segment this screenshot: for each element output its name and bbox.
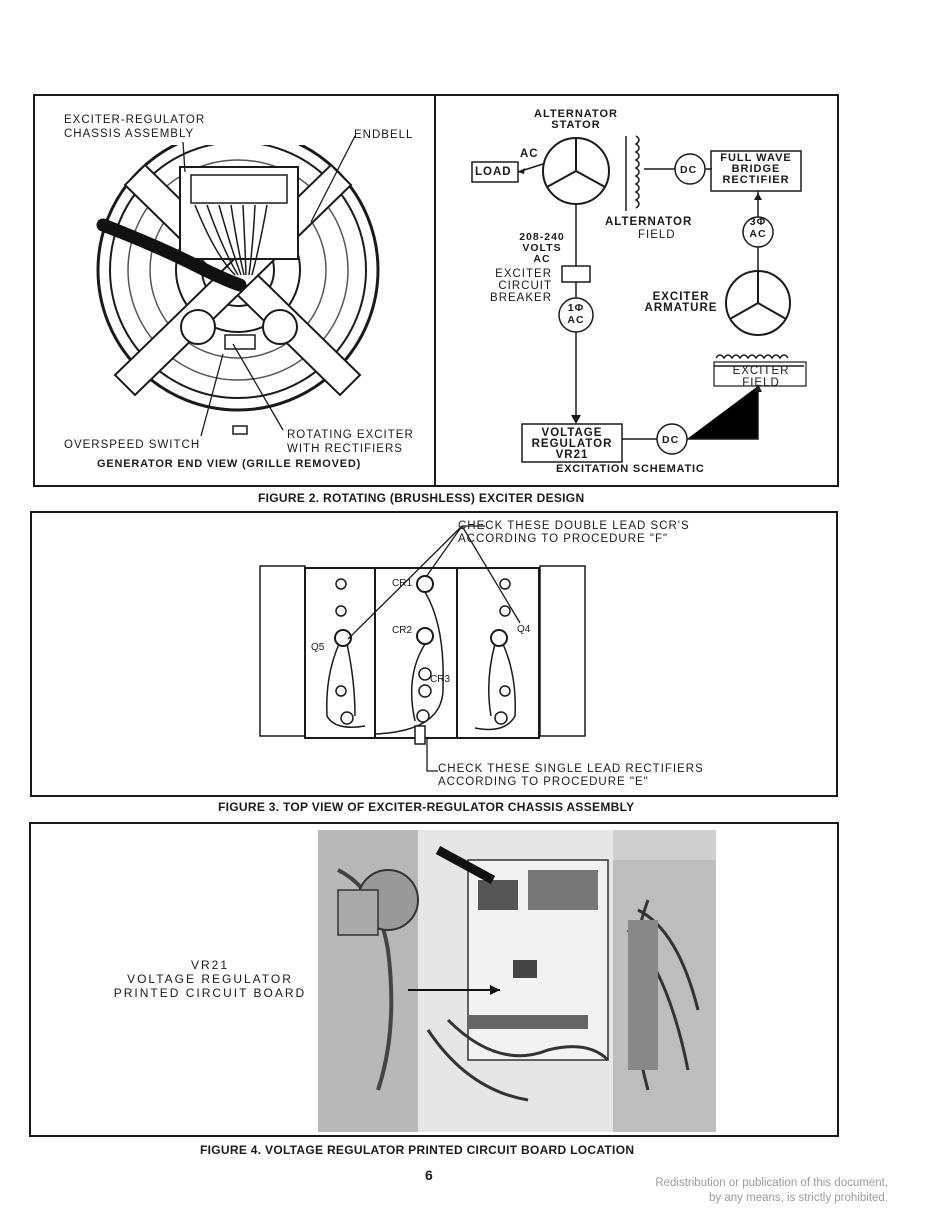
- breaker-label: EXCITER CIRCUIT BREAKER: [490, 268, 552, 304]
- endbell-label: ENDBELL: [354, 129, 414, 141]
- excitation-schematic: [471, 135, 807, 463]
- exciter-regulator-label: EXCITER-REGULATOR CHASSIS ASSEMBLY: [64, 114, 206, 140]
- photo-drawing: [318, 830, 716, 1132]
- alternator-stator-label: ALTERNATOR STATOR: [534, 108, 618, 131]
- figure2-divider: [434, 94, 436, 487]
- ac-label: AC: [520, 148, 539, 160]
- figure2-left-leaders: [182, 135, 356, 437]
- figure3-caption: FIGURE 3. TOP VIEW OF EXCITER-REGULATOR …: [218, 800, 635, 814]
- regulator-board-photo: [318, 830, 716, 1132]
- voltage-regulator-label: VOLTAGE REGULATOR VR21: [531, 427, 613, 461]
- exciter-field-label: EXCITER FIELD: [732, 365, 790, 389]
- dc-bottom-label: DC: [662, 434, 680, 446]
- redistribution-notice-line2: by any means, is strictly prohibited.: [709, 1192, 888, 1204]
- generator-end-view-caption: GENERATOR END VIEW (GRILLE REMOVED): [97, 458, 362, 470]
- cr1-label: CR1: [392, 578, 413, 589]
- single-phase-ac-label: 1Φ AC: [567, 302, 585, 326]
- figure2-caption: FIGURE 2. ROTATING (BRUSHLESS) EXCITER D…: [258, 491, 585, 505]
- dc-top-label: DC: [680, 164, 698, 176]
- check-scr-label: CHECK THESE DOUBLE LEAD SCR'S ACCORDING …: [458, 520, 690, 545]
- figure4-frame: [29, 822, 839, 1137]
- page-number: 6: [425, 1167, 434, 1183]
- excitation-schematic-caption: EXCITATION SCHEMATIC: [556, 463, 705, 475]
- alternator-field-label-2: FIELD: [638, 229, 676, 241]
- three-phase-ac-label: 3Φ AC: [749, 216, 767, 240]
- volts-label: 208-240 VOLTS AC: [519, 231, 565, 265]
- overspeed-switch-label: OVERSPEED SWITCH: [64, 439, 201, 451]
- q5-label: Q5: [311, 642, 325, 653]
- q4-label: Q4: [517, 624, 531, 635]
- figure3-frame: [30, 511, 838, 797]
- generator-end-view-illustration: [96, 145, 380, 435]
- exciter-armature-label: EXCITER ARMATURE: [644, 291, 718, 314]
- figure2-frame: [33, 94, 839, 487]
- full-wave-bridge-label: FULL WAVE BRIDGE RECTIFIER: [720, 152, 792, 186]
- rotating-exciter-label: ROTATING EXCITER WITH RECTIFIERS: [287, 429, 414, 455]
- figure3-leaders: [347, 525, 521, 772]
- check-rectifier-label: CHECK THESE SINGLE LEAD RECTIFIERS ACCOR…: [438, 763, 704, 788]
- chassis-top-view-illustration: [259, 565, 586, 745]
- cr3-label: CR3: [430, 674, 451, 685]
- vr21-board-label: VR21 VOLTAGE REGULATOR PRINTED CIRCUIT B…: [113, 958, 307, 1000]
- redistribution-notice: Redistribution or publication of this do…: [655, 1176, 888, 1206]
- figure4-caption: FIGURE 4. VOLTAGE REGULATOR PRINTED CIRC…: [200, 1143, 635, 1157]
- alternator-field-label-1: ALTERNATOR: [605, 216, 693, 228]
- load-label: LOAD: [475, 166, 512, 178]
- redistribution-notice-line1: Redistribution or publication of this do…: [655, 1177, 888, 1189]
- cr2-label: CR2: [392, 625, 413, 636]
